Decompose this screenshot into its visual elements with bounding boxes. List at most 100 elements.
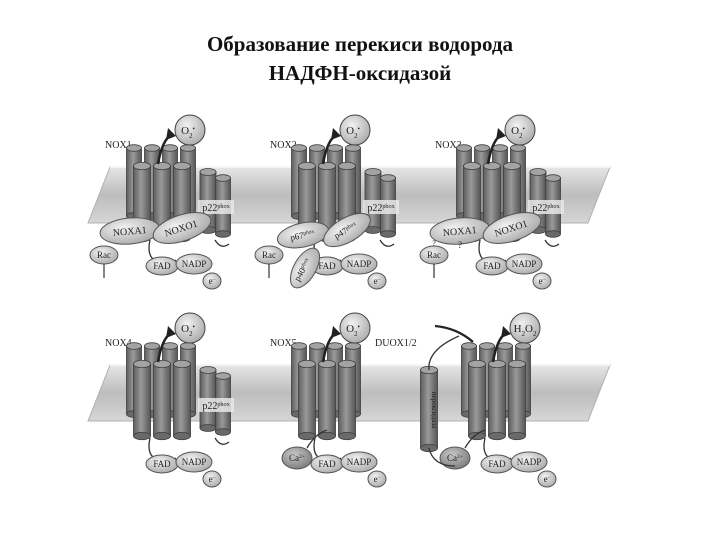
noxa1-question: ? [458,240,462,250]
panel-name: NOX4 [105,338,132,349]
tm-helix-front [133,359,151,441]
electron: e– [202,470,222,488]
arrow-head-icon [331,326,341,338]
product-label: O2• [181,125,195,140]
product-label: O2• [511,125,525,140]
product-bubble: H2O2 [509,312,541,344]
nadp-domain: NADP [175,253,213,275]
fad-domain-label: FAD [153,459,171,469]
noxa1-subunit-label: NOXA1 [112,225,147,239]
rac-gtpase: Rac [254,245,284,265]
p22-label: p22phox [202,401,230,413]
noxa1-subunit: NOXA1 [99,217,161,245]
panel-name: NOX1 [105,140,132,151]
tm-helix-front [153,359,171,441]
fad-domain: FAD [475,256,509,276]
tm-helix-front [468,359,486,441]
noxa1-subunit: NOXA1 [429,217,491,245]
tm-helix-front [508,359,526,441]
electron-label: e– [539,276,546,286]
arrow-head-icon [501,326,511,338]
p22-label: p22phox [532,203,560,215]
tm-helix-front [173,359,191,441]
nadp-domain-label: NADP [512,259,537,269]
product-bubble: O2• [174,312,206,344]
panel-name: NOX5 [270,338,297,349]
rac-question: ? [432,239,436,248]
product-bubble: O2• [174,114,206,146]
p67-subunit: p67phox [276,221,330,249]
calcium-ion: Ca2+ [281,446,313,470]
page-title: Образование перекиси водорода НАДФН-окси… [0,30,720,88]
noxa1-subunit-label: NOXA1 [442,225,477,239]
nadp-domain-label: NADP [517,457,542,467]
product-label: H2O2 [514,323,537,338]
peroxidase-label: пероксидаза [430,392,438,429]
fad-domain-label: FAD [318,261,336,271]
p47-subunit: p47phox [323,212,371,248]
electron: e– [537,470,557,488]
peroxidase-domain [420,365,438,453]
nadp-domain-label: NADP [347,457,372,467]
rac-gtpase-label: Rac [97,250,111,260]
fad-domain: FAD [480,454,514,474]
electron: e– [202,272,222,290]
panel-name: NOX2 [270,140,297,151]
nadp-domain: NADP [340,253,378,275]
fad-domain: FAD [310,454,344,474]
p22-label: p22phox [367,203,395,215]
tm-helix-front [318,359,336,441]
product-label: O2• [346,125,360,140]
product-bubble: O2• [339,312,371,344]
fad-domain-label: FAD [488,459,506,469]
calcium-ion: Ca2+ [439,446,471,470]
product-label: O2• [346,323,360,338]
product-bubble: O2• [504,114,536,146]
arrow-head-icon [166,326,176,338]
noxo1-subunit: NOXO1 [152,212,212,244]
arrow-head-icon [496,128,506,140]
rac-gtpase: Rac [89,245,119,265]
title-line-2: НАДФН-оксидазой [268,61,452,85]
arrow-head-icon [166,128,176,140]
nadp-domain-label: NADP [347,259,372,269]
fad-domain-label: FAD [153,261,171,271]
electron-label: e– [209,474,216,484]
calcium-ion-label: Ca2+ [447,453,463,463]
nadp-domain-label: NADP [182,259,207,269]
arrow-head-icon [331,128,341,140]
electron-label: e– [374,276,381,286]
noxo1-subunit: NOXO1 [482,212,542,244]
fad-domain: FAD [145,454,179,474]
electron-label: e– [374,474,381,484]
tm-helix-front [488,359,506,441]
fad-domain-label: FAD [318,459,336,469]
nadp-domain: NADP [510,451,548,473]
rac-gtpase: Rac [419,245,449,265]
electron: e– [532,272,552,290]
fad-domain-label: FAD [483,261,501,271]
fad-domain: FAD [145,256,179,276]
rac-gtpase-label: Rac [427,250,441,260]
nadp-domain: NADP [175,451,213,473]
electron-label: e– [544,474,551,484]
electron: e– [367,470,387,488]
panel-name: DUOX1/2 [375,338,417,349]
p67-subunit-label: p67phox [289,228,315,243]
calcium-ion-label: Ca2+ [289,453,305,463]
rac-gtpase-label: Rac [262,250,276,260]
p40-subunit: p40phox [289,247,321,289]
product-label: O2• [181,323,195,338]
panel-name: NOX3 [435,140,462,151]
product-bubble: O2• [339,114,371,146]
electron: e– [367,272,387,290]
title-line-1: Образование перекиси водорода [206,32,514,56]
electron-label: e– [209,276,216,286]
p22-label: p22phox [202,203,230,215]
